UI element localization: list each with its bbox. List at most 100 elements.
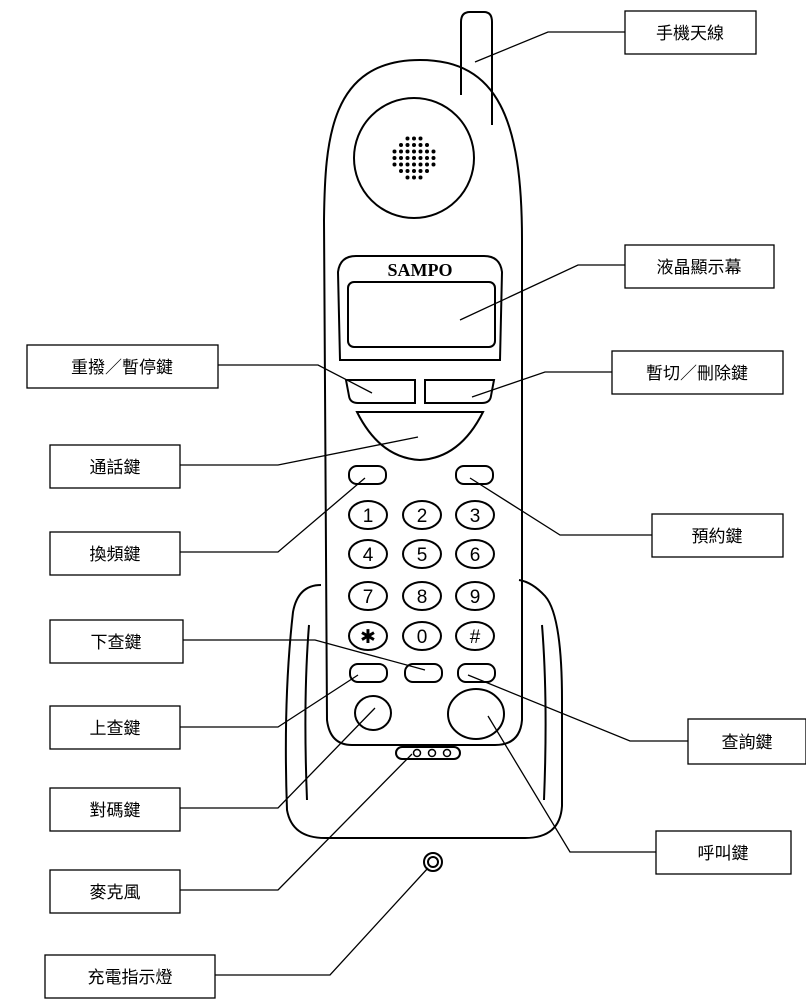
lcd-frame bbox=[336, 255, 504, 361]
earpiece-hole bbox=[425, 169, 429, 173]
brand-logo: SAMPO bbox=[388, 260, 453, 280]
earpiece-hole bbox=[399, 143, 403, 147]
key-9[interactable] bbox=[455, 581, 495, 611]
key-8[interactable] bbox=[402, 581, 442, 611]
key-2[interactable] bbox=[402, 500, 442, 530]
key-0[interactable] bbox=[402, 621, 442, 651]
callout-antenna-box bbox=[624, 10, 757, 55]
keypad bbox=[348, 500, 495, 651]
label-flash-delete: 暫切／刪除鍵 bbox=[646, 364, 748, 384]
key-label: 2 bbox=[417, 506, 428, 527]
callout-channel-box bbox=[49, 531, 181, 576]
label-down-search: 下查鍵 bbox=[91, 633, 142, 653]
callout-up-search-box bbox=[49, 705, 181, 750]
key-5[interactable] bbox=[402, 539, 442, 569]
talk-key[interactable] bbox=[355, 411, 485, 462]
callout-lcd-box bbox=[624, 244, 775, 289]
redial-pause-key[interactable] bbox=[344, 379, 416, 404]
earpiece-hole bbox=[425, 149, 429, 154]
callout-charge-indicator-box bbox=[44, 954, 216, 999]
earpiece-hole bbox=[412, 143, 416, 147]
antenna bbox=[460, 11, 493, 125]
callout-down-search-box bbox=[49, 619, 184, 664]
label-microphone: 麥克風 bbox=[90, 883, 141, 903]
handset-body bbox=[322, 58, 523, 746]
label-charge-indicator: 充電指示燈 bbox=[88, 968, 173, 988]
page-key[interactable] bbox=[447, 688, 505, 740]
key-star[interactable] bbox=[348, 621, 388, 651]
callout-talk-box bbox=[49, 444, 181, 489]
earpiece-hole bbox=[412, 136, 416, 141]
label-redial-pause: 重撥／暫停鍵 bbox=[71, 358, 173, 378]
label-channel: 換頻鍵 bbox=[90, 545, 141, 565]
key-label: 5 bbox=[417, 545, 428, 566]
key-4[interactable] bbox=[348, 539, 388, 569]
label-pairing: 對碼鍵 bbox=[90, 801, 141, 821]
earpiece bbox=[353, 97, 475, 219]
key-hash[interactable] bbox=[455, 621, 495, 651]
earpiece-hole bbox=[399, 169, 403, 173]
earpiece-hole bbox=[412, 162, 416, 167]
key-label: 1 bbox=[363, 506, 374, 527]
charge-indicator-inner bbox=[427, 856, 439, 868]
earpiece-hole bbox=[405, 156, 410, 160]
flash-delete-key[interactable] bbox=[424, 379, 496, 404]
earpiece-holes bbox=[392, 136, 436, 180]
key-label: 3 bbox=[470, 506, 481, 527]
reserve-key[interactable] bbox=[455, 465, 494, 485]
label-page: 呼叫鍵 bbox=[698, 844, 749, 864]
earpiece-hole bbox=[418, 143, 423, 147]
callout-pairing-box bbox=[49, 787, 181, 832]
up-search-key[interactable] bbox=[349, 663, 388, 683]
key-label: 7 bbox=[363, 587, 374, 608]
callout-labels: 手機天線 液晶顯示幕 重撥／暫停鍵 暫切／刪除鍵 通話鍵 換頻鍵 預約鍵 下查鍵… bbox=[71, 24, 773, 988]
earpiece-hole bbox=[405, 162, 410, 167]
key-label: 4 bbox=[363, 545, 374, 566]
earpiece-hole bbox=[392, 149, 397, 154]
charge-indicator bbox=[423, 852, 443, 872]
label-antenna: 手機天線 bbox=[656, 24, 724, 44]
lcd-screen bbox=[347, 281, 496, 348]
callout-lookup-box bbox=[687, 718, 806, 765]
microphone-holes bbox=[412, 748, 452, 758]
earpiece-hole bbox=[425, 143, 429, 147]
key-label: 9 bbox=[470, 587, 481, 608]
earpiece-hole bbox=[418, 156, 423, 160]
key-7[interactable] bbox=[348, 581, 388, 611]
key-label: 0 bbox=[417, 627, 428, 648]
callout-reserve-box bbox=[651, 513, 784, 558]
key-label: # bbox=[470, 627, 481, 648]
key-label: ✱ bbox=[360, 627, 376, 648]
callout-boxes bbox=[26, 10, 806, 999]
earpiece-hole bbox=[399, 162, 403, 167]
earpiece-hole bbox=[425, 156, 429, 160]
charging-base bbox=[284, 579, 563, 839]
callout-microphone-box bbox=[49, 869, 181, 914]
leader-lines bbox=[180, 31, 688, 976]
label-up-search: 上查鍵 bbox=[90, 719, 141, 739]
key-3[interactable] bbox=[455, 500, 495, 530]
earpiece-hole bbox=[399, 156, 403, 160]
base-inner-right-line bbox=[541, 624, 547, 801]
key-1[interactable] bbox=[348, 500, 388, 530]
earpiece-hole bbox=[412, 169, 416, 173]
earpiece-hole bbox=[431, 162, 436, 167]
key-6[interactable] bbox=[455, 539, 495, 569]
key-label: 8 bbox=[417, 587, 428, 608]
earpiece-hole bbox=[405, 175, 410, 180]
earpiece-hole bbox=[412, 156, 416, 160]
earpiece-hole bbox=[405, 149, 410, 154]
label-lookup: 查詢鍵 bbox=[722, 733, 773, 753]
earpiece-hole bbox=[412, 175, 416, 180]
lookup-key[interactable] bbox=[457, 663, 496, 683]
key-label: 6 bbox=[470, 545, 481, 566]
channel-key[interactable] bbox=[348, 465, 387, 485]
keypad-labels: 1 2 3 4 5 6 7 8 9 ✱ 0 # bbox=[360, 506, 481, 648]
earpiece-hole bbox=[412, 149, 416, 154]
pairing-key[interactable] bbox=[354, 695, 392, 731]
earpiece-hole bbox=[418, 162, 423, 167]
down-search-key[interactable] bbox=[404, 663, 443, 683]
earpiece-hole bbox=[405, 169, 410, 173]
earpiece-hole bbox=[431, 149, 436, 154]
